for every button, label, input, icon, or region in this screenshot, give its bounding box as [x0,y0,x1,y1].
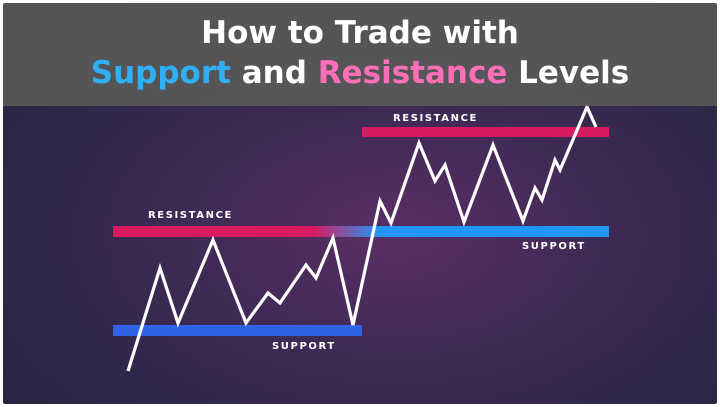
title-banner: How to Trade with Support and Resistance… [3,3,717,106]
resistance-label-left: RESISTANCE [148,210,233,221]
resistance-level-right [362,127,609,137]
title-word-resistance: Resistance [317,55,508,91]
support-label-left: SUPPORT [272,341,336,352]
title-word-and: and [241,55,307,91]
resistance-level-left [113,226,313,237]
title-word-support: Support [90,55,231,91]
resistance-label-right: RESISTANCE [393,113,478,124]
resistance-to-support-flip [313,226,379,237]
title-line-2: Support and Resistance Levels [3,53,717,93]
title-word-levels: Levels [518,55,630,91]
support-label-right: SUPPORT [522,241,586,252]
support-resistance-diagram: RESISTANCE SUPPORT RESISTANCE SUPPORT [113,103,609,372]
diagram-scene: RESISTANCE SUPPORT RESISTANCE SUPPORT Ho… [3,3,717,404]
title-line-1: How to Trade with [201,15,519,51]
support-level-right [379,226,609,237]
price-line [126,103,598,372]
support-level-left [113,325,362,336]
